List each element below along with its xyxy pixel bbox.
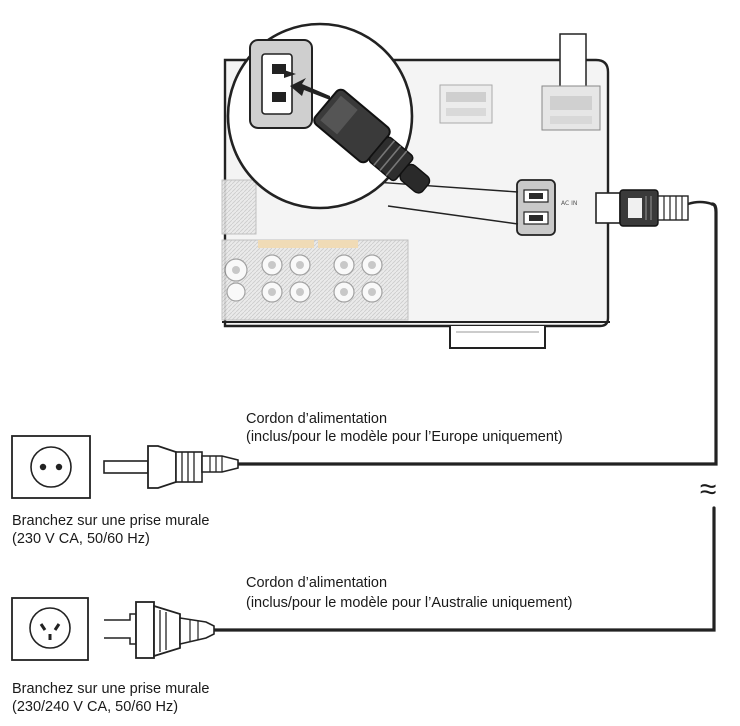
ac-in-label: AC IN [561,200,578,207]
ac-inlet [516,179,556,236]
magnified-inlet-callout [226,22,519,225]
au-plug [104,601,215,659]
iec-plug-connected [595,189,713,227]
cord-au-note: (inclus/pour le modèle pour l’Australie … [246,595,573,611]
cord-eu-title: Cordon d’alimentation [246,411,388,427]
cable-break-mark: ≈ [700,473,717,506]
network-module [541,33,601,131]
au-wall-outlet [11,597,89,661]
cord-eu-note: (inclus/pour le modèle pour l’Europe uni… [246,429,563,445]
eu-plug [103,445,239,489]
outlet-au-instruction: Branchez sur une prise murale [12,681,210,697]
cord-au-title: Cordon d’alimentation [246,575,388,591]
speaker-terminal-block [221,179,409,321]
outlet-au-voltage: (230/240 V CA, 50/60 Hz) [12,699,179,715]
eu-wall-outlet [11,435,91,499]
power-cables [212,202,718,632]
outlet-eu-instruction: Branchez sur une prise murale [12,513,210,529]
outlet-eu-voltage: (230 V CA, 50/60 Hz) [12,531,150,547]
